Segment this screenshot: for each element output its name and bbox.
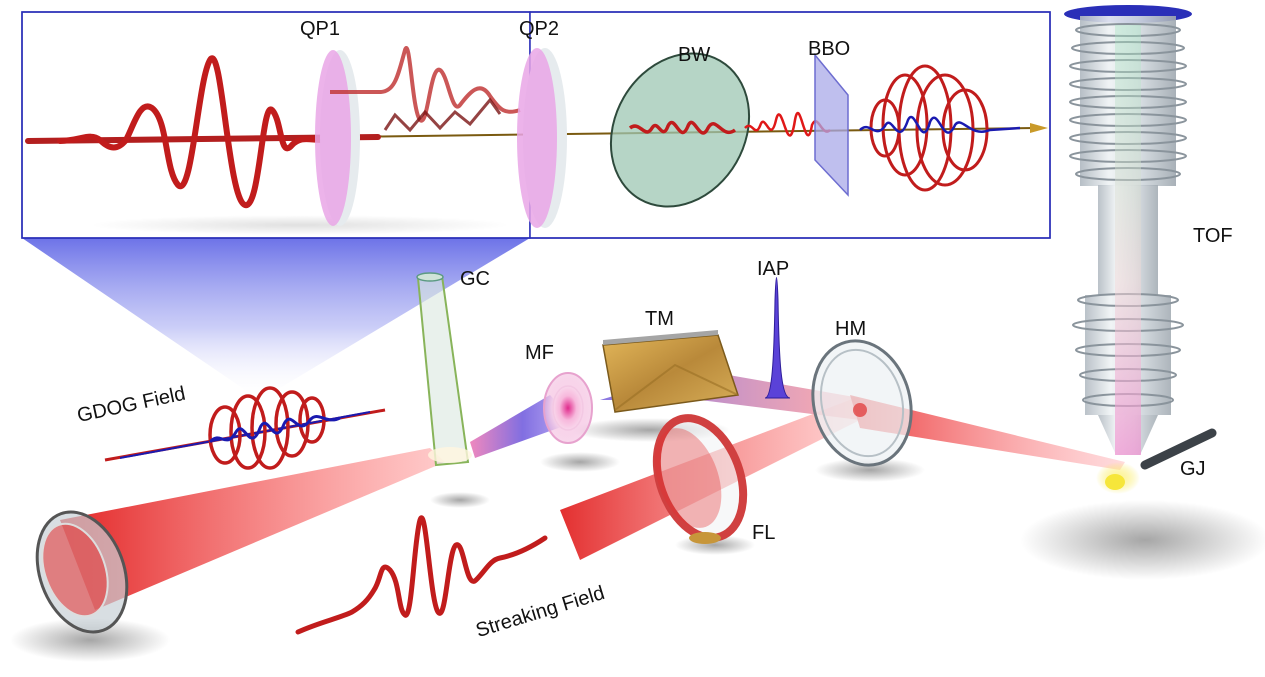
inset-panel [21,11,1051,239]
label-tof: TOF [1193,225,1233,247]
label-bw: BW [678,44,711,66]
label-qp1: QP1 [300,18,341,40]
label-gc: GC [460,268,490,290]
driving-beam [60,448,445,610]
inset-axis-arrowhead [1030,123,1048,133]
left-lens [35,510,129,634]
label-qp2: QP2 [519,18,560,40]
inset-split-pulses [330,46,521,123]
gc-gas-cell [416,272,472,467]
tof-spectrometer [1064,5,1192,455]
inset-gdog-pulse [859,64,1021,192]
iap-pulse [764,277,791,399]
streaking-field-pulse [295,515,548,635]
hm-hole-mirror [811,339,913,467]
label-iap: IAP [757,258,790,280]
label-hm: HM [835,318,867,340]
qp1-quartz-plate [315,50,360,226]
gdog-field-pulse [104,386,386,470]
label-tm: TM [645,308,674,330]
inset-gated-pulse [628,120,737,135]
tm-toroidal-mirror [602,330,739,413]
projection-cone [22,238,530,400]
inset-linear-pulse [57,55,333,208]
beam-to-gas-jet [850,395,1125,470]
gj-gas-jet [1096,428,1217,494]
mf-metallic-filter [543,372,593,444]
bbo-crystal [814,52,849,197]
label-gj: GJ [1180,458,1206,480]
label-fl: FL [752,522,776,544]
label-mf: MF [525,342,554,364]
label-bbo: BBO [808,38,851,60]
fl-focusing-lens [652,414,748,544]
floor-shadows [10,418,1265,662]
qp2-quartz-plate [517,48,567,228]
